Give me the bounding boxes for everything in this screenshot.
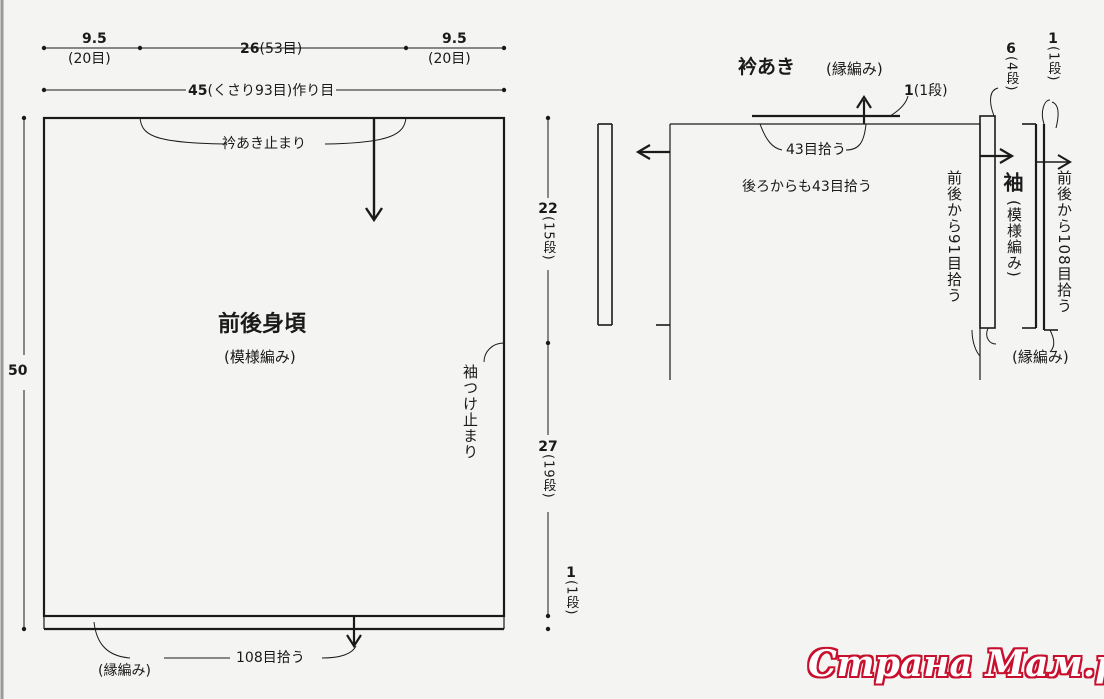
sleeve-attach-curve bbox=[483, 342, 505, 363]
body-piece-pattern: (模様編み) bbox=[224, 348, 296, 366]
neckline-pickup-back: 後ろからも43目拾う bbox=[742, 179, 872, 195]
neck-opening-end-label: 衿あき止まり bbox=[222, 136, 306, 152]
neck-open-curve-left bbox=[139, 117, 226, 145]
sleeve-title: 袖 bbox=[1000, 172, 1024, 193]
cast-on-dimension: 45(くさり93目)作り目 bbox=[186, 82, 337, 99]
watermark-logo: Страна Мам.ру bbox=[808, 643, 1104, 685]
neck-open-curve-right bbox=[324, 117, 407, 145]
neck-pickup-curve bbox=[759, 123, 783, 151]
lower-height: 27(19段) bbox=[538, 439, 558, 499]
width-right-value: 9.5 bbox=[442, 31, 467, 47]
sleeve-pickup-inner: 前後から91目拾う bbox=[945, 170, 963, 304]
body-piece-outline bbox=[42, 116, 506, 618]
total-height-value: 50 bbox=[8, 363, 28, 379]
upper-height: 22(15段) bbox=[538, 201, 558, 261]
width-center: 26(53目) bbox=[240, 41, 303, 57]
neckline-pattern: (縁編み) bbox=[826, 60, 883, 78]
hem-edge-pattern: (縁編み) bbox=[98, 663, 151, 679]
width-left-stitches: (20目) bbox=[68, 51, 111, 67]
neckline-title: 衿あき bbox=[738, 56, 796, 78]
sleeve-width: 6(4段) bbox=[1003, 41, 1019, 92]
edge-height: 1(1段) bbox=[563, 565, 579, 616]
width-left-value: 9.5 bbox=[82, 31, 107, 47]
sleeve-attach-end-label: 袖つけ止まり bbox=[461, 364, 479, 460]
sleeve-edge-width: 1(1段) bbox=[1045, 31, 1061, 82]
sleeve-edge-pattern: (縁編み) bbox=[1012, 348, 1069, 366]
body-piece-title: 前後身頃 bbox=[218, 312, 307, 337]
sleeve-pickup-outer: 前後から108目拾う bbox=[1055, 170, 1073, 314]
neckline-pickup-front: 43目拾う bbox=[786, 142, 846, 158]
hem-edge-curve bbox=[93, 621, 131, 659]
sleeve-inner-band bbox=[979, 115, 996, 329]
width-right-stitches: (20目) bbox=[428, 51, 471, 67]
neckline-height: 1(1段) bbox=[904, 83, 948, 99]
hem-pickup-label: 108目拾う bbox=[236, 650, 305, 666]
sleeve-pattern: (模様編み) bbox=[1005, 200, 1023, 278]
